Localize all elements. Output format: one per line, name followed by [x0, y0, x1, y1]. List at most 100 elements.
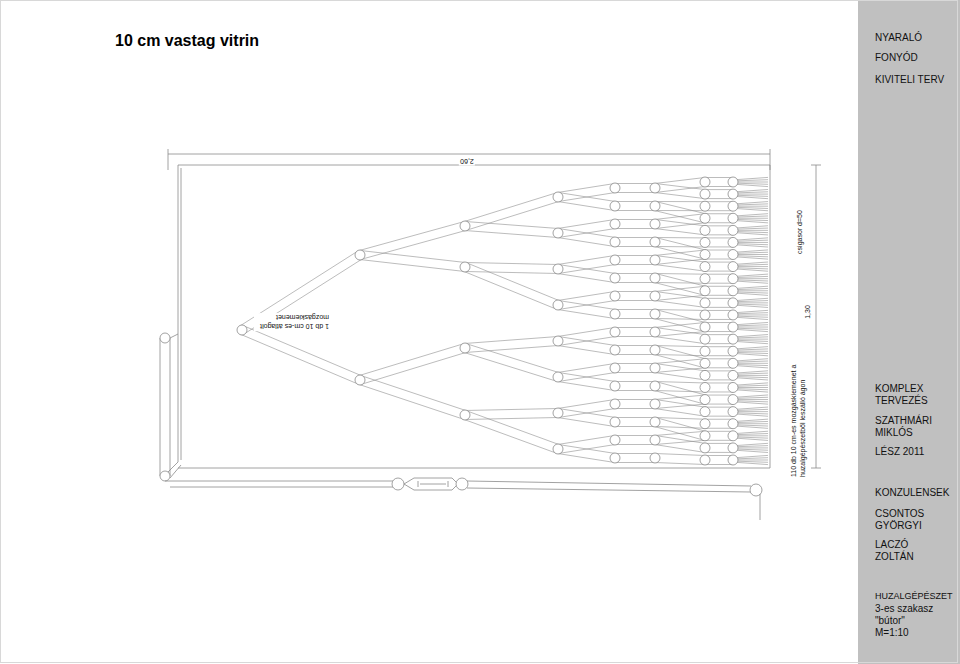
cable-line — [737, 204, 768, 205]
cable-line — [705, 198, 733, 199]
pulley — [392, 478, 404, 490]
cable-line — [615, 408, 655, 409]
cable-line — [655, 346, 705, 347]
title-block-text: "bútor" — [875, 615, 905, 627]
cable-line — [656, 418, 706, 432]
cable-line — [737, 409, 768, 410]
cable-line — [559, 372, 616, 381]
title-block-text: LÉSZ 2011 — [875, 446, 924, 458]
cable-line — [737, 238, 768, 240]
cable-line — [737, 218, 768, 219]
cable-line — [615, 273, 655, 274]
cable-line — [737, 209, 768, 211]
title-block-text: KONZULENSEK — [875, 487, 949, 499]
cable-line — [737, 425, 768, 426]
cable-line — [557, 417, 614, 426]
cable-line — [737, 274, 768, 276]
cable-line — [559, 445, 616, 454]
cable-line — [705, 440, 733, 441]
frame-line — [770, 165, 771, 468]
cable-line — [655, 237, 705, 238]
cable-line — [737, 254, 768, 255]
cable-line — [737, 196, 768, 198]
pulley — [610, 219, 620, 229]
pulley — [553, 192, 563, 202]
cable-line — [705, 234, 733, 235]
cable-line — [465, 409, 558, 411]
cable-line — [737, 437, 768, 438]
title-block-text: HUZALGÉPÉSZET — [875, 591, 953, 602]
pulley — [728, 286, 738, 296]
cable-line — [737, 347, 768, 349]
cable-line — [737, 325, 768, 326]
pulley — [610, 453, 620, 463]
cable-line — [557, 345, 614, 354]
cable-line — [737, 264, 768, 265]
cable-line — [559, 228, 616, 237]
turnbuckle-rod — [420, 484, 446, 485]
cable-line — [737, 182, 768, 183]
cable-line — [557, 328, 614, 337]
cable-line — [737, 184, 768, 186]
cable-line — [615, 282, 655, 283]
cable-line — [705, 177, 733, 178]
cable-line — [655, 390, 705, 391]
cable-line — [655, 250, 705, 255]
pulley — [650, 255, 660, 265]
cable-line — [654, 228, 704, 234]
cable-line — [705, 382, 733, 383]
pulley — [700, 189, 710, 199]
cable-line — [705, 379, 733, 380]
cable-line — [557, 436, 614, 445]
cable-line — [654, 372, 704, 379]
cable-line — [705, 307, 733, 308]
pulley — [700, 298, 710, 308]
cable-line — [737, 460, 768, 461]
cable-line — [559, 337, 616, 346]
dimension-tick — [168, 149, 169, 170]
pulley — [355, 250, 365, 260]
cable-line — [656, 238, 706, 251]
cable-line — [655, 246, 705, 247]
pulley — [700, 177, 710, 187]
cable-line — [615, 363, 655, 364]
cable-line — [737, 378, 768, 380]
cable-line — [705, 210, 733, 211]
cable-line — [615, 381, 655, 382]
turnbuckle-rod — [448, 481, 449, 487]
cable-line — [655, 309, 705, 311]
cable-line — [615, 444, 655, 445]
cable-line — [465, 345, 558, 352]
cable-line — [615, 426, 655, 427]
cable-line — [737, 419, 768, 421]
pulley — [728, 334, 738, 344]
pulley — [700, 213, 710, 223]
pulley — [553, 336, 563, 346]
cable-line — [737, 202, 768, 204]
dimension-tick — [811, 468, 821, 469]
pulley — [650, 381, 660, 391]
cable-line — [557, 364, 614, 373]
cable-line — [656, 346, 706, 359]
cable-line — [737, 192, 768, 193]
cable-line — [737, 402, 768, 404]
cable-line — [737, 226, 768, 228]
cable-line — [655, 332, 705, 337]
title-block-text: NYARALÓ — [875, 32, 922, 44]
cable-line — [615, 336, 655, 337]
cable-line — [654, 282, 704, 295]
cable-line — [737, 387, 768, 388]
pulley — [700, 455, 710, 465]
pulley — [728, 213, 738, 223]
cable-line — [557, 381, 614, 390]
pulley — [610, 309, 620, 319]
cable-line — [737, 177, 768, 179]
cable-line — [705, 358, 733, 359]
cable-line — [737, 310, 768, 312]
cable-line — [655, 282, 705, 284]
pulley — [700, 201, 710, 211]
cable-line — [705, 443, 733, 444]
annotation: 110 db 10 cm-es mozgáskiemenet a huzalgé… — [789, 358, 807, 478]
cable-line — [705, 319, 733, 320]
pulley — [650, 291, 660, 301]
